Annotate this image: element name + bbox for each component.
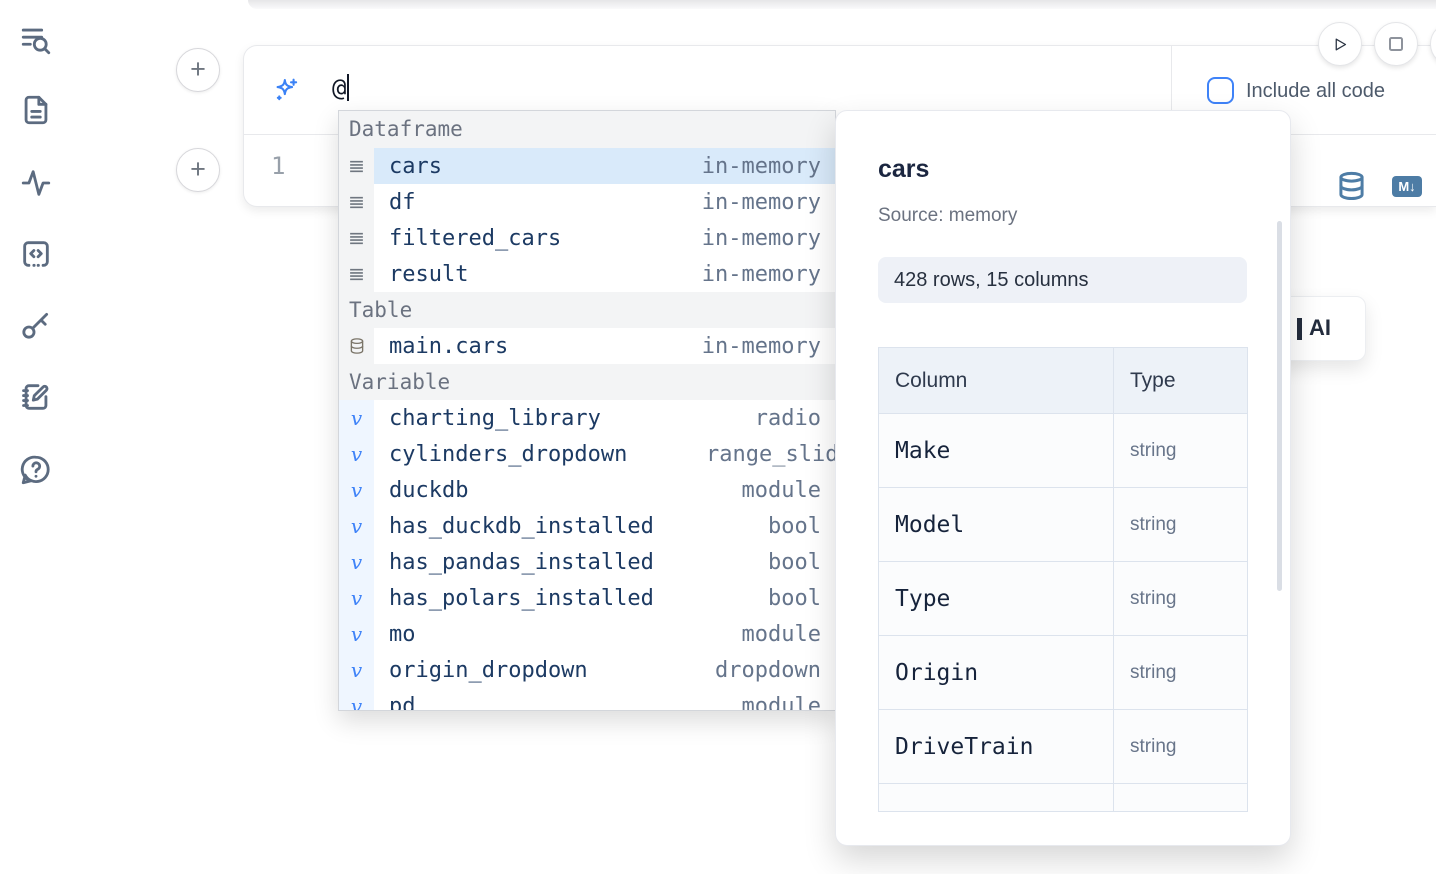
completion-item-cars[interactable]: cars in-memory bbox=[339, 148, 835, 184]
dataframe-preview-panel: cars Source: memory 428 rows, 15 columns… bbox=[835, 110, 1291, 846]
table-database-icon bbox=[348, 337, 366, 355]
ai-prompt-row: @ Include all code bbox=[244, 46, 1436, 134]
completion-item-clipped[interactable]: v pd module bbox=[339, 688, 835, 711]
variable-icon: v bbox=[350, 658, 363, 682]
variable-icon: v bbox=[350, 442, 363, 466]
completion-item-main-cars[interactable]: main.cars in-memory bbox=[339, 328, 835, 364]
file-text-icon[interactable] bbox=[19, 93, 53, 127]
variable-icon: v bbox=[350, 514, 363, 538]
completion-section-dataframe: Dataframe bbox=[339, 111, 835, 148]
ai-prompt-input[interactable]: @ bbox=[332, 74, 350, 102]
include-all-code-checkbox[interactable] bbox=[1207, 77, 1234, 104]
completion-item-df[interactable]: df in-memory bbox=[339, 184, 835, 220]
schema-row: Model string bbox=[879, 488, 1247, 562]
completion-item-charting-library[interactable]: v charting_library radio bbox=[339, 400, 835, 436]
variable-icon: v bbox=[350, 550, 363, 574]
sparkles-icon bbox=[272, 76, 300, 104]
stop-button[interactable] bbox=[1374, 22, 1418, 66]
text-caret bbox=[347, 74, 350, 101]
clipped-letter bbox=[1297, 318, 1302, 340]
square-dashed-code-icon[interactable] bbox=[19, 237, 53, 271]
preview-shape-badge: 428 rows, 15 columns bbox=[878, 257, 1247, 303]
completion-popup: Dataframe cars in-memory df in-memory fi… bbox=[338, 110, 836, 711]
preview-source: Source: memory bbox=[878, 205, 1018, 226]
run-cell-button[interactable] bbox=[1318, 22, 1362, 66]
variable-icon: v bbox=[350, 694, 363, 711]
variable-icon: v bbox=[350, 406, 363, 430]
dataframe-icon bbox=[348, 158, 365, 175]
panel-scrollbar[interactable] bbox=[1277, 221, 1282, 591]
markdown-convert-icon[interactable]: M↓ bbox=[1392, 176, 1422, 197]
schema-row: DriveTrain string bbox=[879, 710, 1247, 784]
completion-item-has-duckdb-installed[interactable]: v has_duckdb_installed bool bbox=[339, 508, 835, 544]
schema-row: Type string bbox=[879, 562, 1247, 636]
help-chat-icon[interactable] bbox=[19, 453, 53, 487]
completion-section-table: Table bbox=[339, 292, 835, 328]
completion-item-has-polars-installed[interactable]: v has_polars_installed bool bbox=[339, 580, 835, 616]
variable-icon: v bbox=[350, 622, 363, 646]
divider bbox=[1171, 46, 1172, 134]
dataframe-icon bbox=[348, 230, 365, 247]
completion-item-filtered-cars[interactable]: filtered_cars in-memory bbox=[339, 220, 835, 256]
database-output-icon[interactable] bbox=[1336, 170, 1367, 202]
activity-icon[interactable] bbox=[19, 166, 53, 200]
preview-title: cars bbox=[878, 155, 930, 183]
completion-item-result[interactable]: result in-memory bbox=[339, 256, 835, 292]
schema-header-row: Column Type bbox=[879, 348, 1247, 414]
line-number: 1 bbox=[271, 152, 286, 180]
key-icon[interactable] bbox=[19, 308, 53, 342]
completion-item-origin-dropdown[interactable]: v origin_dropdown dropdown bbox=[339, 652, 835, 688]
variable-icon: v bbox=[350, 586, 363, 610]
dataframe-icon bbox=[348, 194, 365, 211]
completion-section-variable: Variable bbox=[339, 364, 835, 400]
include-all-code-label: Include all code bbox=[1246, 80, 1385, 102]
variable-icon: v bbox=[350, 478, 363, 502]
completion-item-cylinders-dropdown[interactable]: v cylinders_dropdown range_slider bbox=[339, 436, 835, 472]
notebook-pen-icon[interactable] bbox=[19, 380, 53, 414]
add-cell-button-top[interactable]: + bbox=[176, 48, 220, 92]
list-search-icon[interactable] bbox=[19, 23, 53, 57]
previous-cell-edge bbox=[248, 0, 1436, 9]
completion-item-has-pandas-installed[interactable]: v has_pandas_installed bool bbox=[339, 544, 835, 580]
stop-icon bbox=[1389, 37, 1403, 51]
schema-row-clipped bbox=[879, 784, 1247, 811]
schema-row: Make string bbox=[879, 414, 1247, 488]
ai-button-label: AI bbox=[1309, 315, 1331, 340]
schema-row: Origin string bbox=[879, 636, 1247, 710]
completion-item-duckdb[interactable]: v duckdb module bbox=[339, 472, 835, 508]
play-icon bbox=[1335, 38, 1346, 50]
schema-header-column: Column bbox=[879, 348, 1114, 413]
dataframe-icon bbox=[348, 266, 365, 283]
completion-item-mo[interactable]: v mo module bbox=[339, 616, 835, 652]
schema-table: Column Type Make string Model string Typ… bbox=[878, 347, 1248, 812]
add-cell-button-bottom[interactable]: + bbox=[176, 148, 220, 192]
schema-header-type: Type bbox=[1130, 368, 1176, 392]
